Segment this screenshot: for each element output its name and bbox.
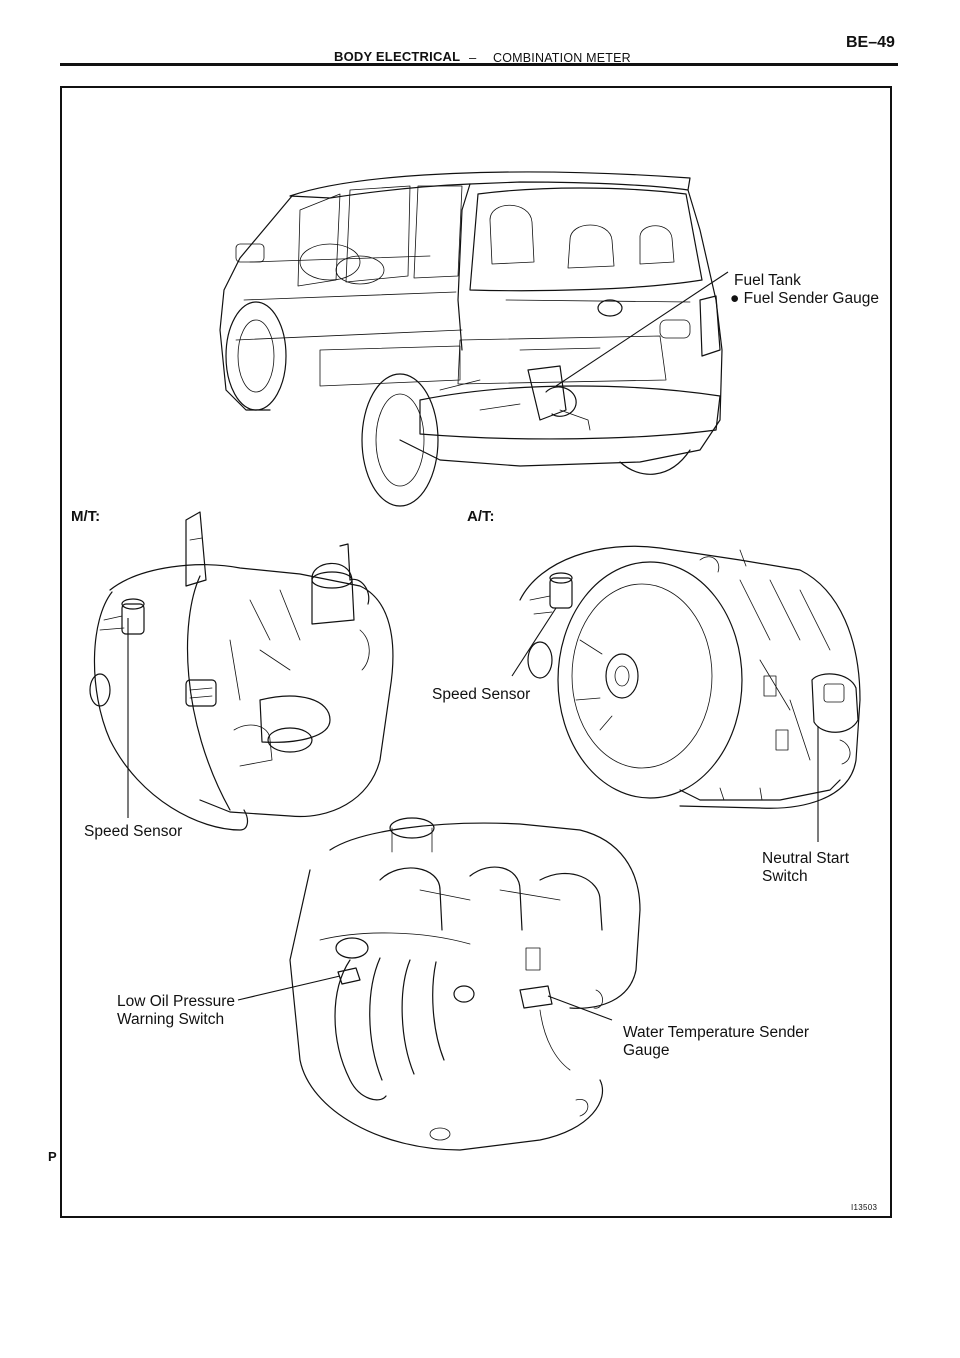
manual-transaxle-drawing (89, 511, 394, 831)
low-oil-pressure-leader (237, 975, 341, 1001)
vehicle-drawing (219, 171, 723, 507)
speed-sensor-mt-label: Speed Sensor (84, 823, 183, 840)
automatic-transaxle-drawing (519, 545, 861, 809)
page-number: BE–49 (846, 34, 895, 51)
topic-title: COMBINATION METER (493, 51, 631, 65)
neutral-start-switch-label-line2: Switch (762, 868, 808, 885)
low-oil-pressure-label-line1: Low Oil Pressure (117, 993, 236, 1010)
water-temp-leader (547, 995, 613, 1021)
fuel-tank-leader (555, 271, 729, 387)
mt-section-label: M/T: (71, 508, 101, 525)
section-title: BODY ELECTRICAL (334, 49, 461, 64)
figure-frame (60, 86, 892, 1218)
water-temp-label-line2: Gauge (623, 1042, 670, 1059)
figure-id: I13503 (851, 1203, 878, 1212)
fuel-tank-label: Fuel Tank (734, 272, 801, 289)
header-separator: – (469, 50, 477, 65)
low-oil-pressure-label-line2: Warning Switch (117, 1011, 225, 1028)
at-section-label: A/T: (467, 508, 495, 525)
speed-sensor-at-leader (511, 607, 557, 677)
engine-drawing (289, 817, 641, 1151)
fuel-sender-gauge-label: ● Fuel Sender Gauge (730, 290, 879, 307)
header-rule (60, 63, 898, 66)
water-temp-label-line1: Water Temperature Sender (623, 1024, 810, 1041)
speed-sensor-at-label: Speed Sensor (432, 686, 531, 703)
page-mark: P (48, 1149, 57, 1164)
neutral-start-switch-label-line1: Neutral Start (762, 850, 850, 867)
